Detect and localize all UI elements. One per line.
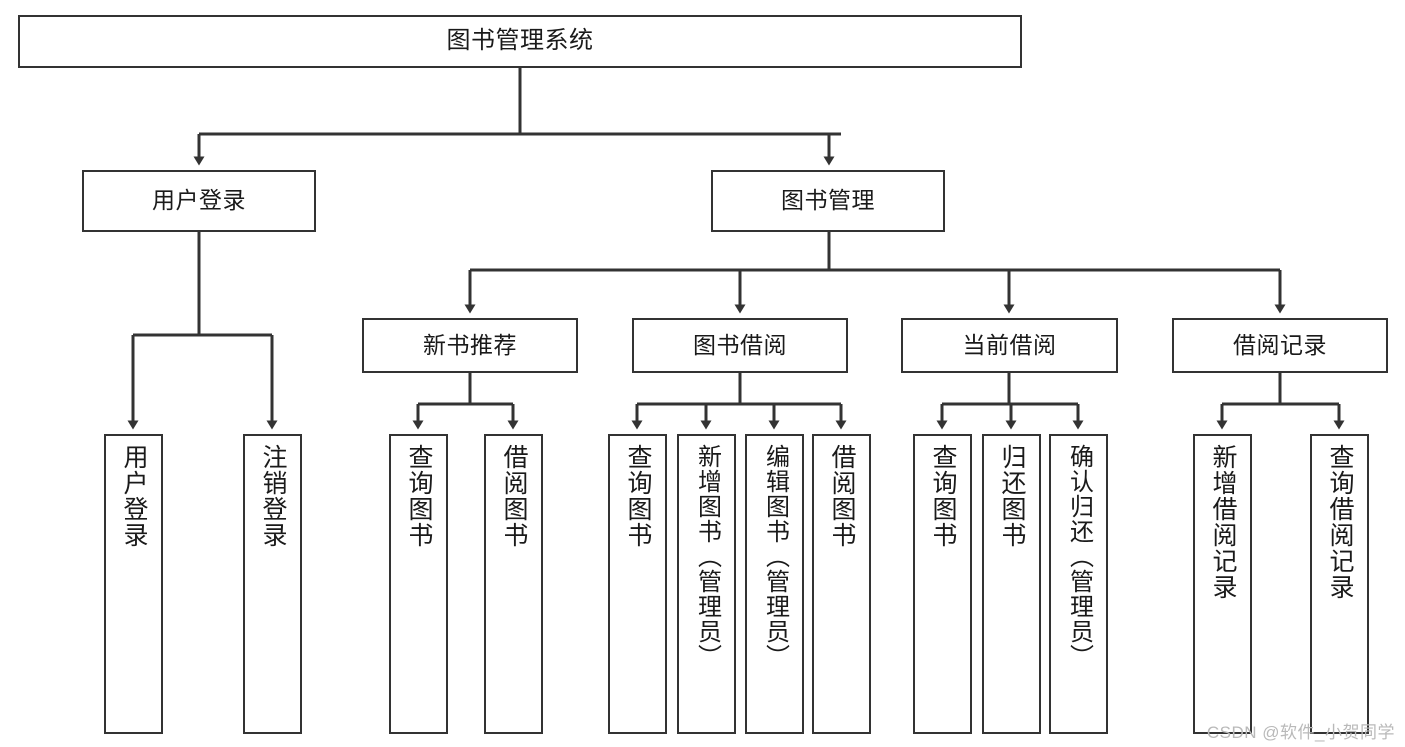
node-label: 新书推荐 [423,331,517,358]
leaf-logout-login[interactable]: 注销登录 [243,434,302,734]
node-label: 编辑图书（管理员） [761,444,789,669]
node-label: 查询借阅记录 [1326,444,1354,600]
node-label: 借阅图书 [828,444,856,548]
leaf-confirm-return-admin[interactable]: 确认归还（管理员） [1049,434,1108,734]
node-book-management[interactable]: 图书管理 [711,170,945,232]
node-label: 归还图书 [998,444,1026,548]
node-label: 图书管理 [781,187,875,214]
node-label: 查询图书 [929,444,957,548]
node-label: 用户登录 [152,187,246,214]
node-label: 借阅记录 [1233,331,1327,358]
node-label: 图书管理系统 [446,27,594,55]
node-label: 注销登录 [259,444,287,548]
node-label: 图书借阅 [693,331,787,358]
node-label: 确认归还（管理员） [1065,444,1093,669]
leaf-borrow-book-new-recommend[interactable]: 借阅图书 [484,434,543,734]
node-current-borrow[interactable]: 当前借阅 [901,318,1118,373]
csdn-watermark: CSDN @软件_小贺同学 [1206,723,1395,742]
leaf-query-borrow-record[interactable]: 查询借阅记录 [1310,434,1369,734]
leaf-add-book-admin[interactable]: 新增图书（管理员） [677,434,736,734]
node-borrow-record[interactable]: 借阅记录 [1172,318,1388,373]
node-label: 查询图书 [624,444,652,548]
leaf-user-login[interactable]: 用户登录 [104,434,163,734]
node-label: 新增借阅记录 [1209,444,1237,600]
node-label: 新增图书（管理员） [693,444,721,669]
leaf-borrow-book[interactable]: 借阅图书 [812,434,871,734]
leaf-query-book-borrow[interactable]: 查询图书 [608,434,667,734]
leaf-query-book-current[interactable]: 查询图书 [913,434,972,734]
node-new-book-recommend[interactable]: 新书推荐 [362,318,578,373]
node-label: 查询图书 [405,444,433,548]
node-label: 借阅图书 [500,444,528,548]
node-label: 用户登录 [120,444,148,548]
node-root-book-management-system[interactable]: 图书管理系统 [18,15,1022,68]
leaf-add-borrow-record[interactable]: 新增借阅记录 [1193,434,1252,734]
leaf-return-book[interactable]: 归还图书 [982,434,1041,734]
leaf-edit-book-admin[interactable]: 编辑图书（管理员） [745,434,804,734]
leaf-query-book-new-recommend[interactable]: 查询图书 [389,434,448,734]
node-user-login[interactable]: 用户登录 [82,170,316,232]
node-book-borrow[interactable]: 图书借阅 [632,318,848,373]
node-label: 当前借阅 [962,331,1057,358]
